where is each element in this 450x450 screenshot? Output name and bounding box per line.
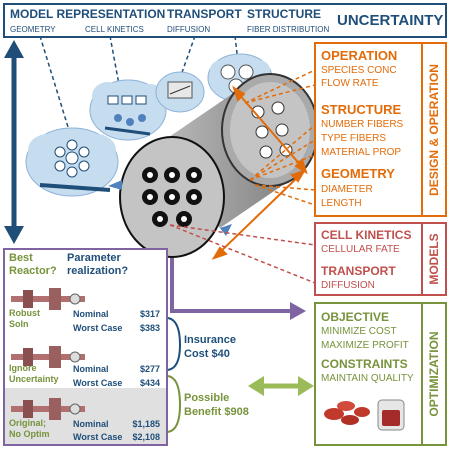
blood-cells-icon (324, 399, 405, 431)
diffusion-label: DIFFUSION (167, 25, 211, 34)
material-prop-item: MATERIAL PROP (321, 147, 402, 158)
ignore-worst-label: Worst Case (73, 378, 123, 388)
comparison-panel: Best Reactor? Parameter realization? Rob… (3, 248, 168, 446)
models-box: MODELS CELL KINETICS CELLULAR FATE TRANS… (314, 222, 447, 296)
benefit-bracket (167, 375, 182, 433)
original-reactor-icon (11, 398, 85, 420)
original-worst-label: Worst Case (73, 432, 123, 442)
cellular-fate-item: CELLULAR FATE (321, 244, 400, 255)
uncertainty-double-arrow (4, 40, 24, 244)
optimization-side-title: OPTIMIZATION (427, 331, 441, 417)
cell-kinetics-title: CELL KINETICS (321, 228, 412, 242)
possible-benefit-label: Possible Benefit $908 (184, 392, 249, 418)
orange-dashed-lines (244, 69, 316, 206)
ignore-reactor-icon (11, 346, 85, 368)
top-banner: MODEL REPRESENTATION TRANSPORT STRUCTURE… (3, 3, 447, 38)
original-worst-value: $2,108 (132, 432, 160, 442)
optimization-box: OPTIMIZATION OBJECTIVE MINIMIZE COST MAX… (314, 302, 447, 446)
optimization-sidebar (421, 304, 445, 444)
maximize-profit-item: MAXIMIZE PROFIT (321, 340, 409, 351)
original-nominal-label: Nominal (73, 419, 109, 429)
cloud-transport (155, 71, 205, 113)
design-operation-sidebar (421, 44, 445, 215)
models-sidebar (421, 224, 445, 294)
flow-rate-item: FLOW RATE (321, 78, 379, 89)
uncertainty-label: UNCERTAINTY (337, 12, 444, 29)
diffusion-item: DIFFUSION (321, 280, 375, 291)
original-row-label: Original; No Optim (9, 418, 50, 439)
length-item: LENGTH (321, 198, 362, 209)
cell-kinetics-label: CELL KINETICS (85, 25, 144, 34)
robust-worst-label: Worst Case (73, 323, 123, 333)
model-representation-label: MODEL REPRESENTATION (10, 7, 166, 21)
cloud-cell-kinetics (89, 79, 167, 141)
diameter-item: DIAMETER (321, 184, 373, 195)
original-nominal-value: $1,185 (132, 419, 160, 429)
minimize-cost-item: MINIMIZE COST (321, 326, 397, 337)
robust-reactor-icon (11, 288, 85, 310)
ignore-nominal-value: $277 (139, 364, 160, 374)
design-operation-side-title: DESIGN & OPERATION (427, 64, 441, 196)
robust-worst-value: $383 (139, 323, 160, 333)
operation-title: OPERATION (321, 48, 398, 63)
geometry-label: GEOMETRY (10, 25, 56, 34)
transport-label: TRANSPORT (167, 7, 242, 21)
number-fibers-item: NUMBER FIBERS (321, 119, 404, 130)
insurance-bracket (167, 317, 182, 371)
structure-title: STRUCTURE (321, 102, 402, 117)
constraints-title: CONSTRAINTS (321, 357, 408, 371)
geometry-arrows (211, 85, 308, 260)
parameter-realization-label: Parameter realization? (67, 252, 129, 277)
purple-arrow (170, 258, 306, 320)
robust-nominal-label: Nominal (73, 309, 109, 319)
objective-title: OBJECTIVE (321, 310, 390, 324)
fiber-distribution-label: FIBER DISTRIBUTION (247, 25, 330, 34)
ignore-nominal-label: Nominal (73, 364, 109, 374)
green-double-arrow (248, 376, 314, 396)
insurance-cost-label: Insurance Cost $40 (184, 334, 236, 360)
maintain-quality-item: MAINTAIN QUALITY (321, 373, 414, 384)
best-reactor-label: Best Reactor? (9, 252, 57, 277)
design-operation-box: DESIGN & OPERATION OPERATION SPECIES CON… (314, 42, 447, 217)
ignore-row-label: Ignore Uncertainty (9, 363, 59, 384)
type-fibers-item: TYPE FIBERS (321, 133, 387, 144)
cloud-geometry (25, 127, 119, 197)
geometry-title: GEOMETRY (321, 166, 395, 181)
ignore-worst-value: $434 (139, 378, 160, 388)
species-conc-item: SPECIES CONC (321, 65, 397, 76)
robust-nominal-value: $317 (139, 309, 160, 319)
red-dashed-lines (169, 224, 316, 284)
models-side-title: MODELS (427, 233, 441, 285)
robust-row-label: Robust Soln (9, 308, 40, 329)
transport-title: TRANSPORT (321, 264, 396, 278)
structure-label: STRUCTURE (247, 7, 321, 21)
